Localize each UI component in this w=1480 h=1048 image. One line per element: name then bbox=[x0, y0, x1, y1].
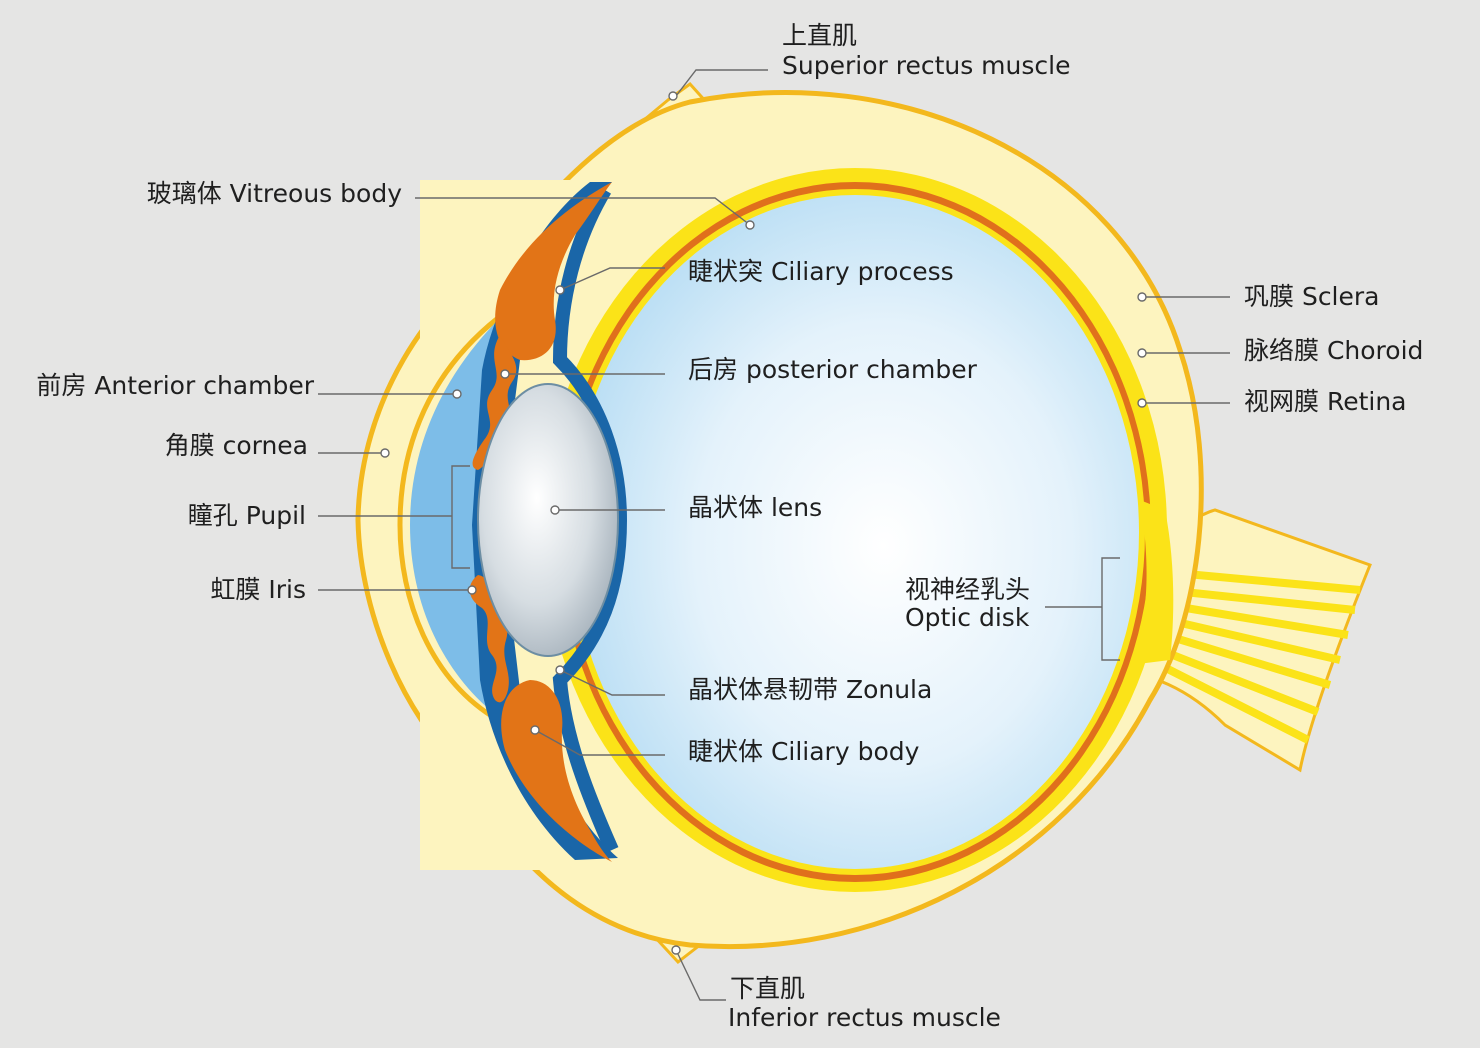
label-optic-disk-en: Optic disk bbox=[905, 603, 1030, 632]
leader-inferior-rectus bbox=[675, 949, 726, 1001]
label-anterior-chamber: 前房 Anterior chamber bbox=[36, 371, 314, 400]
leader-vitreous bbox=[415, 197, 751, 226]
leader-endpoints bbox=[380, 91, 1147, 955]
leader-optic-disk bbox=[1045, 557, 1120, 661]
leader-superior-rectus bbox=[675, 69, 768, 97]
label-optic-disk-zh: 视神经乳头 bbox=[905, 575, 1031, 604]
label-sclera: 巩膜 Sclera bbox=[1244, 282, 1380, 311]
zonula-inner bbox=[552, 186, 628, 853]
ciliary-body-top bbox=[495, 182, 612, 361]
label-superior-rectus-en: Superior rectus muscle bbox=[782, 51, 1071, 80]
label-inferior-rectus-en: Inferior rectus muscle bbox=[728, 1003, 1001, 1032]
label-vitreous-body: 玻璃体 Vitreous body bbox=[146, 179, 402, 208]
ciliary-body-bottom bbox=[501, 680, 612, 862]
leader-lines bbox=[318, 69, 1230, 1001]
label-lens: 晶状体 lens bbox=[688, 493, 823, 522]
anterior-chamber bbox=[410, 322, 496, 715]
label-pupil: 瞳孔 Pupil bbox=[187, 501, 306, 530]
label-iris: 虹膜 Iris bbox=[210, 575, 306, 604]
label-posterior-chamber: 后房 posterior chamber bbox=[688, 355, 977, 384]
label-choroid: 脉络膜 Choroid bbox=[1244, 336, 1424, 365]
lens bbox=[477, 383, 619, 657]
label-superior-rectus-zh: 上直肌 bbox=[782, 21, 858, 50]
label-ciliary-body: 睫状体 Ciliary body bbox=[688, 737, 920, 766]
leader-ciliary-process bbox=[559, 267, 665, 291]
iris-top bbox=[472, 335, 517, 470]
leader-zonula bbox=[559, 669, 665, 696]
label-retina: 视网膜 Retina bbox=[1244, 387, 1407, 416]
optic-nerve-fibers bbox=[1148, 568, 1361, 744]
label-inferior-rectus-zh: 下直肌 bbox=[730, 974, 806, 1003]
label-cornea: 角膜 cornea bbox=[164, 431, 308, 460]
label-ciliary-process: 睫状突 Ciliary process bbox=[688, 257, 954, 286]
optic-disk bbox=[1130, 500, 1174, 665]
cornea bbox=[397, 316, 500, 723]
leader-ciliary-body bbox=[534, 729, 665, 756]
label-zonula: 晶状体悬韧带 Zonula bbox=[688, 675, 933, 704]
leader-pupil bbox=[318, 465, 470, 569]
vitreous-body bbox=[571, 195, 1139, 869]
